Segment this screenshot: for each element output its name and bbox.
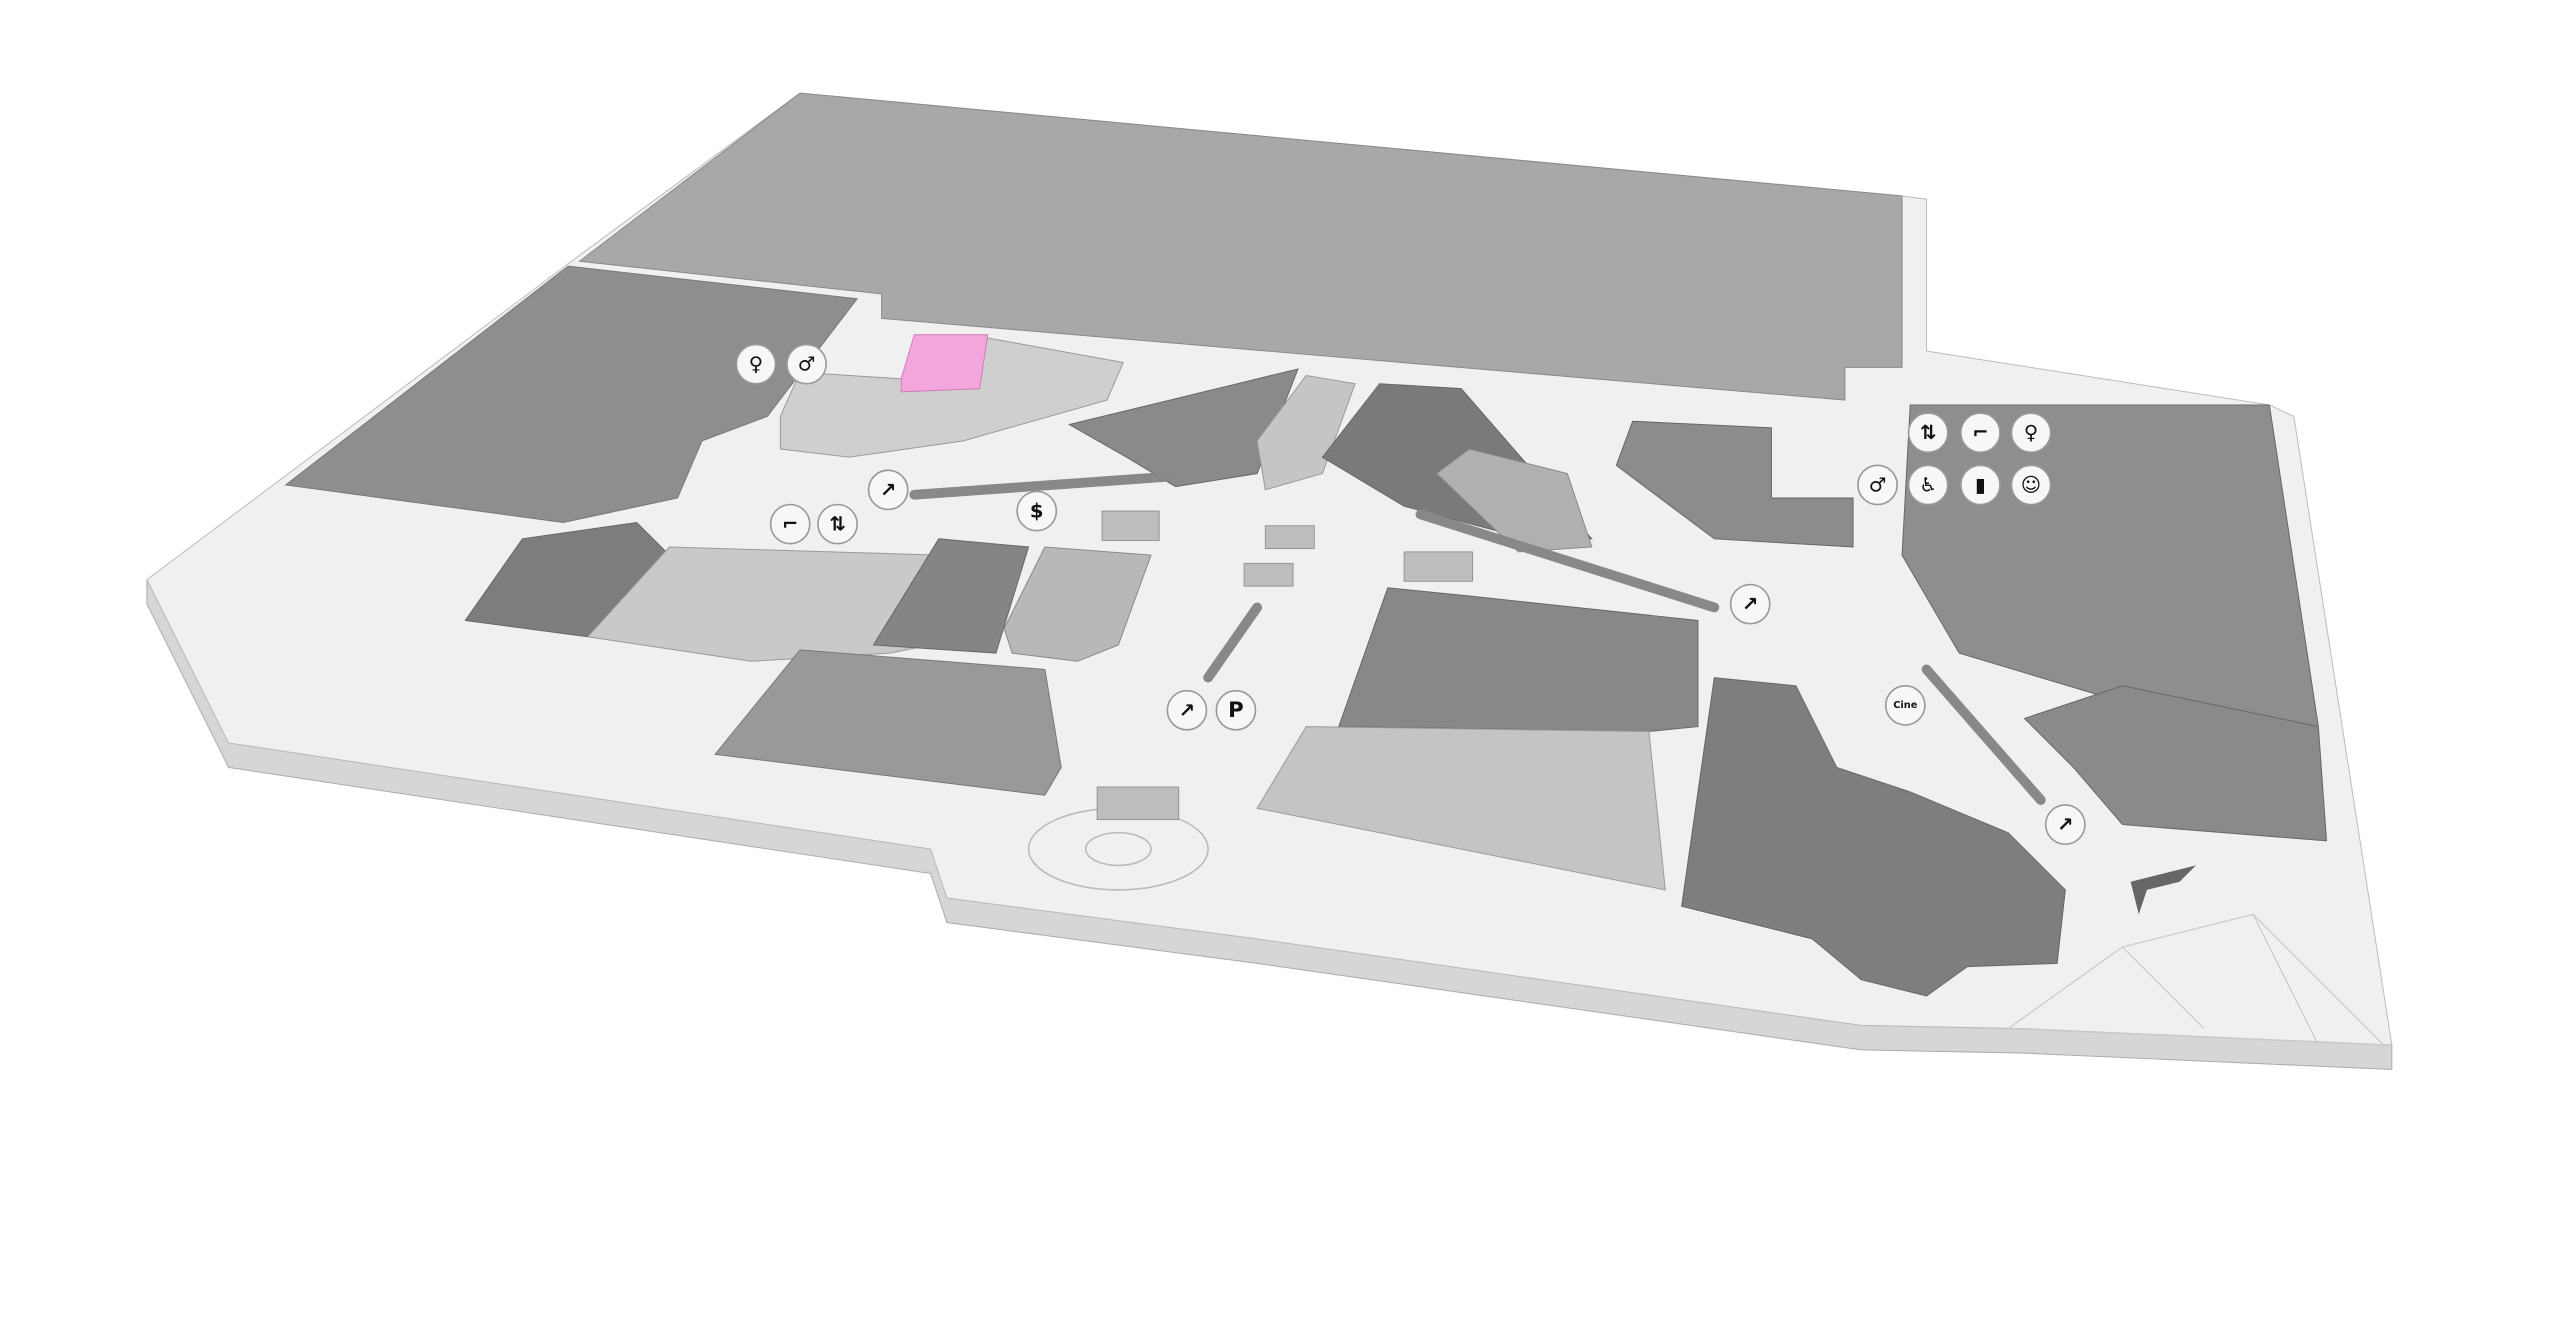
poi-marker[interactable] (1907, 412, 1949, 454)
elevator-icon: ⇅ (829, 513, 845, 536)
kiosks (1096, 510, 1474, 821)
poi-marker[interactable] (1884, 684, 1926, 726)
poi-toilet-male-2[interactable]: ♂ (1857, 464, 1898, 506)
poi-toilet-female-1[interactable]: ♀ (735, 343, 777, 385)
poi-escalator-3[interactable]: ↗ (1166, 689, 1208, 731)
poi-marker[interactable] (2010, 412, 2052, 454)
poi-marker[interactable] (1215, 689, 1257, 731)
poi-marker[interactable] (769, 503, 811, 545)
poi-escalator-1[interactable]: ↗ (867, 469, 909, 511)
store-central-west[interactable] (1003, 546, 1152, 662)
escalators (909, 471, 2046, 805)
poi-baby-change[interactable]: ☺ (2010, 464, 2052, 506)
store-south-central-2[interactable] (1256, 726, 1666, 891)
poi-stairs-2[interactable]: ⌐ (1960, 412, 2001, 454)
baby-bottle-icon: ▮ (1975, 473, 1986, 496)
poi-marker[interactable] (1960, 412, 2001, 454)
poi-marker[interactable] (1960, 464, 2001, 506)
poi-marker[interactable] (817, 503, 858, 545)
store-west-1[interactable] (464, 521, 671, 638)
escalator-icon: ↗ (880, 478, 896, 501)
poi-marker[interactable] (2044, 804, 2086, 845)
wheelchair-icon: ♿ (1919, 473, 1937, 496)
female-toilet-icon: ♀ (2024, 421, 2038, 444)
male-toilet-icon: ♂ (1869, 473, 1887, 496)
store-east-central[interactable] (1615, 420, 1854, 548)
poi-accessible-toilet[interactable]: ♿ (1907, 464, 1949, 506)
poi-cinema[interactable]: Cine (1884, 684, 1926, 726)
poi-marker[interactable] (735, 343, 777, 385)
store-west-3[interactable] (872, 538, 1030, 654)
poi-marker[interactable] (1907, 464, 1949, 506)
store-block-a[interactable] (779, 337, 1124, 458)
poi-toilet-male-1[interactable]: ♂ (786, 343, 827, 385)
stairs-icon: ⌐ (782, 513, 798, 536)
poi-atm-1[interactable]: $ (1016, 490, 1058, 532)
poi-marker[interactable] (1729, 583, 1771, 625)
store-center-north[interactable] (1068, 368, 1299, 488)
store-east-lower[interactable] (2023, 685, 2328, 842)
female-toilet-icon: ♀ (749, 353, 763, 376)
poi-baby-bottle[interactable]: ▮ (1960, 464, 2001, 506)
store-anchor-west[interactable] (284, 265, 859, 523)
store-center-north-2[interactable] (1256, 375, 1356, 491)
escalator-icon: ↗ (1742, 593, 1758, 616)
poi-elevator-1[interactable]: ⇅ (817, 503, 858, 545)
atm-icon: $ (1030, 500, 1044, 523)
poi-elevator-2[interactable]: ⇅ (1907, 412, 1949, 454)
poi-label: Cine (1893, 700, 1917, 711)
escalator-icon: ↗ (2057, 813, 2073, 836)
store-southwest[interactable] (714, 649, 1062, 796)
elevator-icon: ⇅ (1920, 421, 1936, 444)
entrance-arrow-icon (2130, 865, 2196, 915)
poi-marker[interactable] (1016, 490, 1058, 532)
poi-marker[interactable] (1166, 689, 1208, 731)
poi-marker[interactable] (786, 343, 827, 385)
poi-parking[interactable]: P (1215, 689, 1257, 731)
male-toilet-icon: ♂ (798, 353, 816, 376)
poi-escalator-4[interactable]: ↗ (2044, 804, 2086, 845)
poi-escalator-2[interactable]: ↗ (1729, 583, 1771, 625)
poi-toilet-female-2[interactable]: ♀ (2010, 412, 2052, 454)
escalator-icon: ↗ (1179, 699, 1195, 722)
baby-change-icon: ☺ (2021, 473, 2041, 496)
poi-stairs-1[interactable]: ⌐ (769, 503, 811, 545)
store-anchor-north[interactable] (578, 92, 1903, 401)
store-highlighted[interactable] (900, 334, 989, 393)
poi-marker[interactable] (2010, 464, 2052, 506)
poi-marker[interactable] (1857, 464, 1898, 506)
poi-label: P (1228, 698, 1244, 723)
stairs-icon: ⌐ (1972, 421, 1988, 444)
poi-marker[interactable] (867, 469, 909, 511)
store-southeast[interactable] (1681, 677, 2066, 997)
outdoor-plaza (2006, 913, 2386, 1046)
